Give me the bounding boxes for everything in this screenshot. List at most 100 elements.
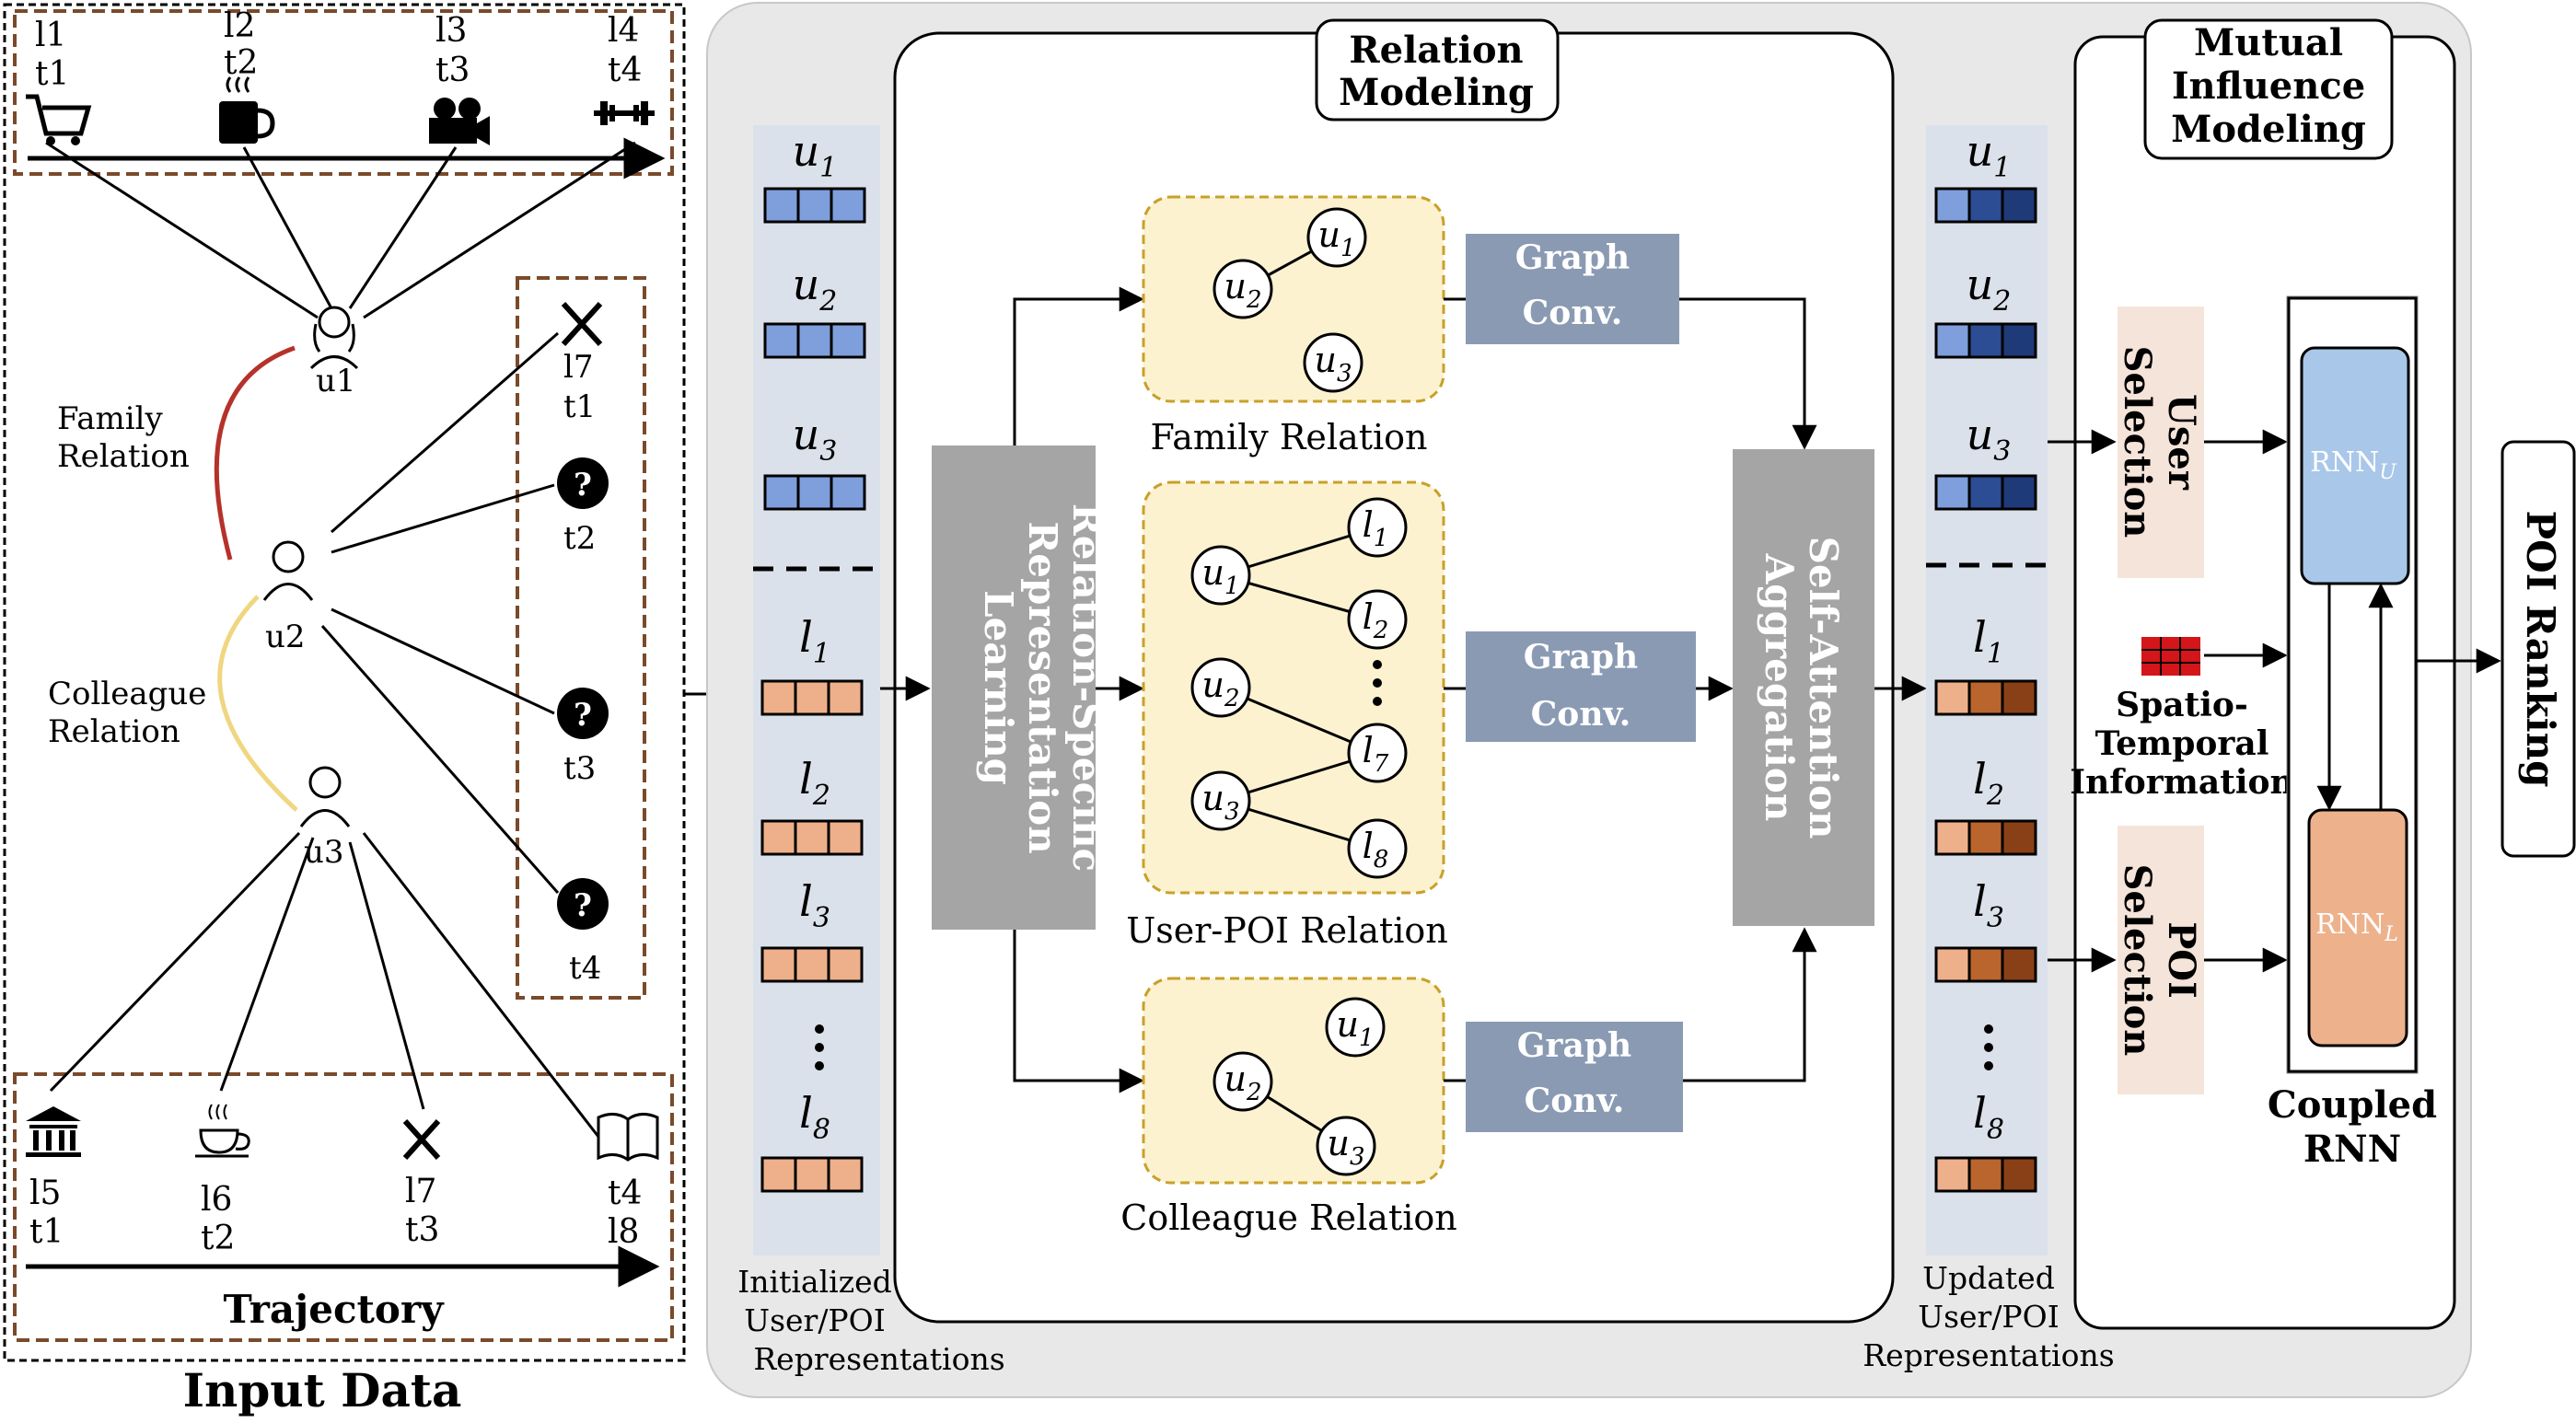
init-caption: Representations: [753, 1341, 1004, 1377]
embedding-label: u1: [1967, 126, 2012, 184]
svg-text:Conv.: Conv.: [1525, 1082, 1625, 1120]
bank-icon: [26, 1106, 81, 1157]
bottom-trajectory-box: [13, 1072, 674, 1342]
time-label: t2: [224, 44, 258, 82]
user-icon: [299, 766, 351, 827]
svg-text:Graph: Graph: [1517, 1026, 1631, 1065]
svg-text:RNNL: RNNL: [2315, 908, 2398, 946]
user-label: u3: [304, 834, 344, 871]
mutual-title: Influence: [2172, 64, 2365, 108]
svg-text:Spatio-: Spatio-: [2116, 686, 2248, 724]
poi-embedding-vector: [760, 946, 864, 983]
coffee-mug-icon: [219, 76, 275, 144]
svg-text:u3: u3: [1314, 340, 1352, 388]
ellipsis-dots: [1984, 1024, 1993, 1070]
svg-text:u1: u1: [1201, 552, 1239, 600]
query-time-label: t3: [563, 750, 596, 787]
init-caption: User/POI: [744, 1302, 885, 1338]
time-label: t4: [608, 52, 642, 89]
embedding-label: l1: [1973, 612, 2004, 670]
top-trajectory-box: [13, 9, 674, 176]
graph-node-u1: u1: [1190, 545, 1251, 606]
embedding-label: u2: [793, 260, 838, 318]
graph-node-u2: u2: [1190, 657, 1251, 718]
embedding-label: l3: [1973, 876, 2004, 934]
svg-text:RNNU: RNNU: [2310, 446, 2397, 484]
graph-conv-user-poi: Graph Conv.: [1444, 631, 1696, 742]
mutual-title: Modeling: [2171, 108, 2366, 151]
question-icon: ?: [557, 878, 609, 930]
graph-node-u1: u1: [1325, 997, 1386, 1058]
updated-user-embedding-vector: [1934, 187, 2037, 224]
svg-text:u1: u1: [1317, 214, 1355, 262]
poi-label: l3: [435, 12, 467, 50]
svg-text:u1: u1: [1336, 1004, 1374, 1052]
time-label: t3: [435, 52, 470, 89]
graph-node-u2: u2: [1213, 259, 1273, 319]
poi-embedding-vector: [760, 679, 864, 716]
female-user-icon: [309, 306, 359, 370]
question-icon: ?: [557, 457, 609, 509]
svg-text:l7: l7: [1363, 730, 1389, 778]
user-poi-relation-graph: u1 u2 u3 l1 l2 l7 l8 User-POI Relation: [1126, 480, 1448, 951]
self-attention-block: Self-Attention Aggregation: [1733, 449, 1874, 926]
updated-poi-embedding-vector: [1934, 679, 2037, 716]
embedding-label: u3: [793, 410, 838, 468]
svg-text:?: ?: [574, 697, 592, 734]
spatio-temporal-info: Spatio- Temporal Information: [2070, 637, 2294, 802]
embedding-label: l1: [799, 612, 830, 670]
bottom-poi-4: t4 l8: [597, 1113, 659, 1251]
colleague-graph-title: Colleague Relation: [1120, 1197, 1456, 1238]
query-time-label: t2: [563, 520, 596, 557]
top-poi-3: l3 t3: [429, 12, 490, 145]
question-icon: ?: [557, 688, 609, 739]
embedding-label: u2: [1967, 260, 2012, 318]
svg-text:Temporal: Temporal: [2095, 724, 2269, 763]
query-time-label: t1: [563, 388, 596, 425]
poi-label: l4: [608, 12, 639, 50]
top-poi-1: l1 t1: [26, 17, 92, 145]
graph-node-l1: l1: [1347, 497, 1408, 558]
colleague-relation-label: Colleague: [48, 676, 206, 712]
svg-text:Graph: Graph: [1524, 638, 1638, 677]
ellipsis-dots: [815, 1024, 824, 1070]
fork-knife-icon: [561, 301, 603, 347]
fork-knife-icon: [402, 1118, 441, 1161]
teacup-icon: [195, 1104, 250, 1158]
graph-node-u3: u3: [1316, 1116, 1376, 1176]
rsrl-block: Relation-Specific Representation Learnin…: [932, 445, 1109, 930]
dumbbell-icon: [594, 101, 655, 125]
svg-text:u3: u3: [1201, 778, 1239, 826]
user-label: u2: [265, 619, 306, 655]
svg-text:Selection: Selection: [2116, 346, 2159, 538]
query-poi-label: l7: [563, 349, 594, 386]
svg-text:Graph: Graph: [1515, 238, 1630, 277]
family-relation-label: Relation: [57, 438, 190, 475]
poi-label: l6: [201, 1181, 232, 1219]
poi-label: l5: [29, 1174, 61, 1212]
input-data-panel: l1 t1 l2 t2 l3 t3 l4: [3, 3, 686, 1417]
mutual-influence-title-box: [2143, 18, 2394, 160]
embedding-label: l8: [799, 1088, 830, 1146]
updated-caption: Updated: [1922, 1260, 2055, 1296]
embedding-label: l2: [799, 754, 830, 812]
self-attention-label: Aggregation: [1757, 553, 1802, 822]
trajectory-label: Trajectory: [224, 1287, 446, 1332]
graph-node-u1: u1: [1306, 207, 1367, 268]
svg-text:l1: l1: [1363, 504, 1389, 552]
graph-node-l7: l7: [1347, 723, 1408, 783]
colleague-relation-graph: u1 u2 u3 Colleague Relation: [1120, 977, 1457, 1238]
poi-selection-block: POI Selection: [2116, 826, 2204, 1094]
relation-modeling-title: Relation: [1349, 29, 1523, 72]
embedding-label: u3: [1967, 410, 2012, 468]
bottom-poi-1: l5 t1: [26, 1106, 81, 1251]
svg-text:Selection: Selection: [2116, 864, 2159, 1057]
init-caption: Initialized: [737, 1264, 891, 1300]
poi-label: l7: [405, 1173, 436, 1210]
graph-node-u2: u2: [1213, 1051, 1273, 1112]
user-selection-block: User Selection: [2116, 307, 2204, 578]
query-time-label: t4: [569, 950, 601, 987]
user-u3: u3: [299, 766, 351, 871]
